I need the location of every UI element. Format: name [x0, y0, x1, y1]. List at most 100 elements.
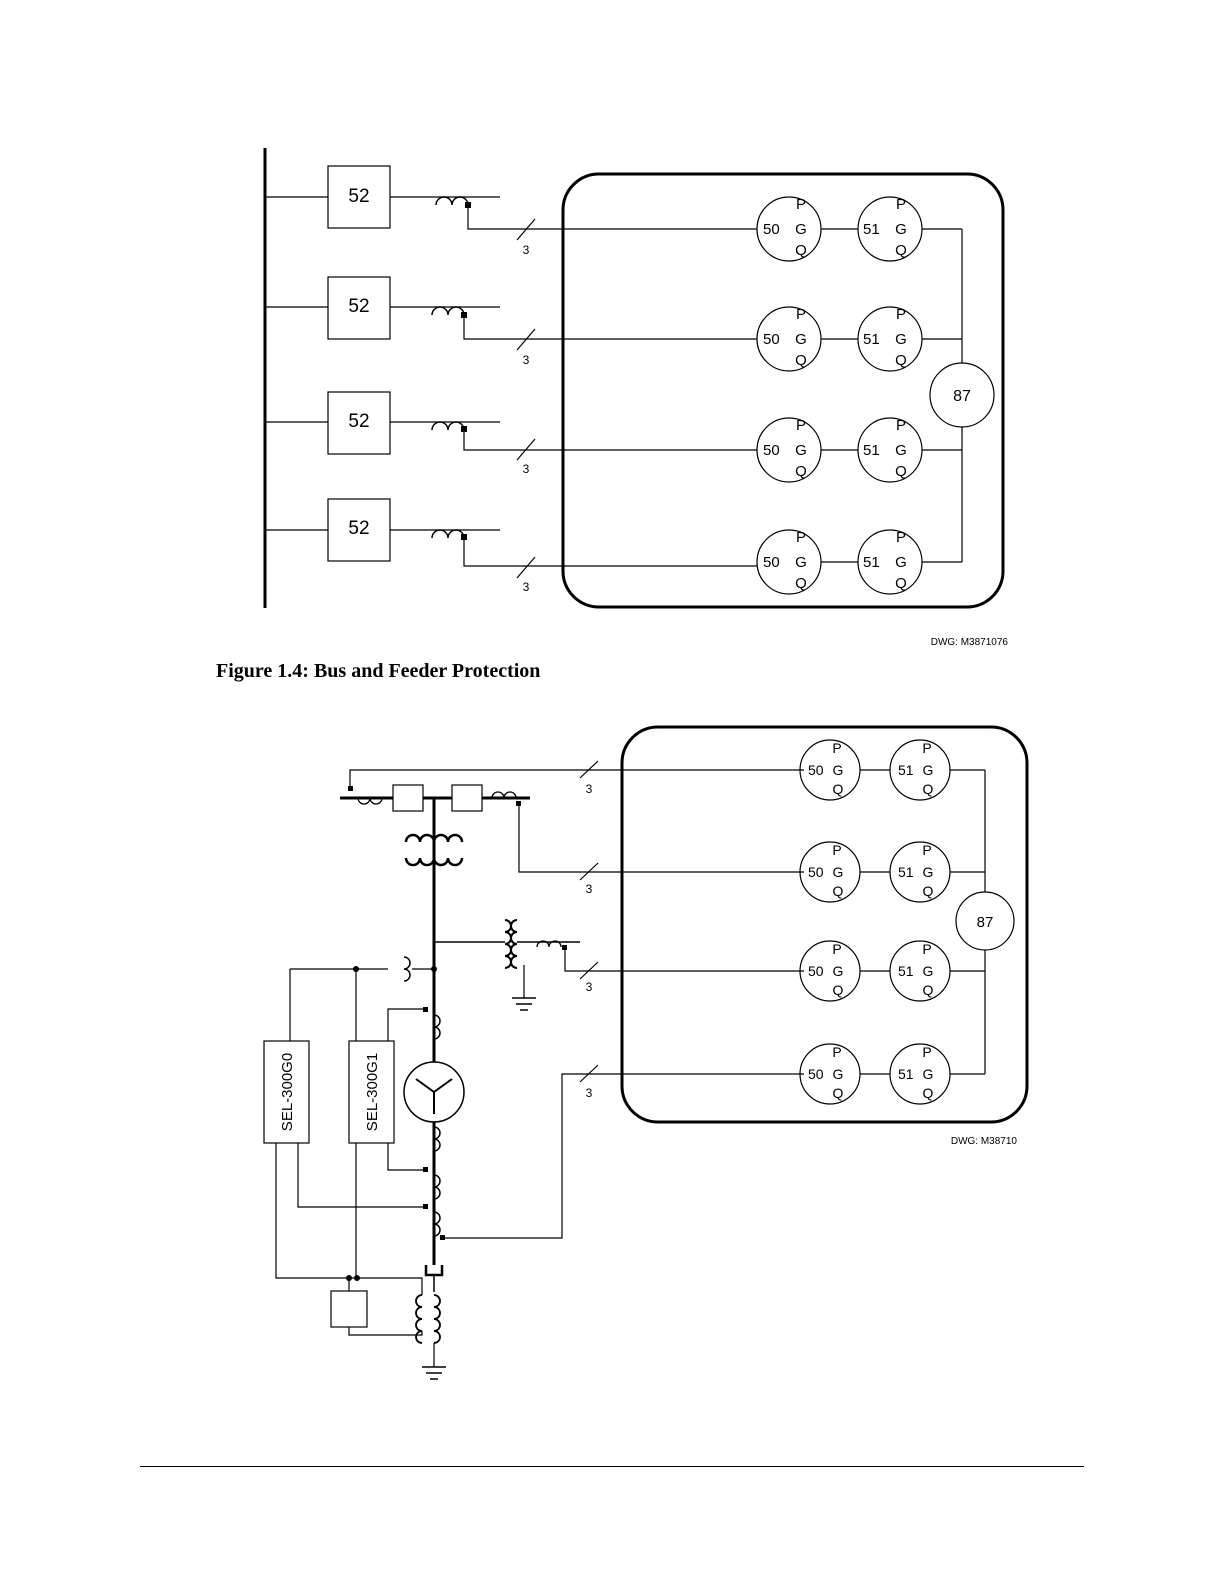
svg-text:51: 51 — [898, 864, 914, 880]
svg-text:G: G — [923, 864, 934, 880]
breaker — [452, 785, 482, 811]
wire-count: 3 — [523, 353, 530, 367]
svg-text:51: 51 — [863, 442, 880, 459]
relay-row-1: P 50 G Q P 51 G Q — [757, 196, 962, 261]
svg-text:Q: Q — [895, 575, 907, 592]
svg-text:G: G — [795, 554, 807, 571]
relay-row-1: P 50 G Q P 51 G Q — [800, 740, 985, 800]
svg-text:P: P — [922, 1044, 931, 1060]
svg-text:P: P — [896, 529, 906, 546]
svg-text:Q: Q — [895, 463, 907, 480]
bus-feeder-protection-diagram: 52 3 52 3 52 3 52 — [0, 0, 1225, 650]
svg-text:51: 51 — [898, 762, 914, 778]
relay-row-4: P 50 G Q P 51 G Q — [757, 529, 962, 594]
svg-text:51: 51 — [863, 221, 880, 238]
wire-count: 3 — [523, 243, 530, 257]
svg-text:P: P — [832, 740, 841, 756]
svg-text:Q: Q — [895, 352, 907, 369]
svg-text:G: G — [795, 221, 807, 238]
svg-text:Q: Q — [833, 982, 844, 998]
svg-text:51: 51 — [863, 554, 880, 571]
breaker-label: 52 — [348, 518, 369, 539]
svg-text:50: 50 — [808, 762, 824, 778]
relay-row-2: P 50 G Q P 51 G Q — [800, 842, 985, 902]
svg-text:51: 51 — [863, 331, 880, 348]
svg-text:G: G — [833, 1066, 844, 1082]
svg-text:Q: Q — [923, 883, 934, 899]
svg-text:G: G — [923, 1066, 934, 1082]
svg-text:50: 50 — [763, 331, 780, 348]
svg-text:P: P — [796, 196, 806, 213]
svg-text:P: P — [896, 417, 906, 434]
relay-row-2: P 50 G Q P 51 G Q — [757, 306, 962, 371]
svg-text:50: 50 — [763, 442, 780, 459]
svg-text:Q: Q — [923, 982, 934, 998]
current-transformer-icon — [432, 530, 464, 538]
feeder-4: 52 3 — [265, 499, 757, 594]
feeder-2: 52 3 — [265, 277, 757, 367]
breaker-label: 52 — [348, 411, 369, 432]
svg-text:Q: Q — [833, 781, 844, 797]
breaker-label: 52 — [348, 186, 369, 207]
svg-text:G: G — [833, 963, 844, 979]
svg-text:G: G — [923, 963, 934, 979]
svg-text:P: P — [922, 740, 931, 756]
svg-text:50: 50 — [763, 221, 780, 238]
relay-87-label: 87 — [977, 914, 994, 931]
svg-text:Q: Q — [923, 1085, 934, 1101]
svg-text:P: P — [832, 1044, 841, 1060]
svg-text:P: P — [922, 941, 931, 957]
breaker-label: 52 — [348, 296, 369, 317]
svg-text:3: 3 — [586, 782, 593, 796]
sel-300g0-label: SEL-300G0 — [279, 1053, 296, 1131]
svg-text:P: P — [896, 306, 906, 323]
svg-text:P: P — [796, 417, 806, 434]
figure-caption: Figure 1.4: Bus and Feeder Protection — [216, 660, 540, 683]
ground-icon — [512, 998, 536, 1010]
svg-text:3: 3 — [586, 882, 593, 896]
sel-300g1-label: SEL-300G1 — [364, 1053, 381, 1131]
svg-text:G: G — [895, 554, 907, 571]
svg-text:G: G — [795, 442, 807, 459]
svg-text:50: 50 — [808, 864, 824, 880]
svg-text:G: G — [895, 331, 907, 348]
svg-text:P: P — [796, 306, 806, 323]
svg-text:51: 51 — [898, 1066, 914, 1082]
current-transformer-icon — [436, 197, 468, 205]
relay-87-label: 87 — [953, 388, 971, 405]
feeder-1: 52 3 — [265, 166, 757, 257]
svg-text:G: G — [833, 762, 844, 778]
svg-text:Q: Q — [895, 242, 907, 259]
svg-text:P: P — [896, 196, 906, 213]
ground-icon — [422, 1367, 446, 1379]
svg-text:Q: Q — [795, 352, 807, 369]
relay-row-4: P 50 G Q P 51 G Q — [800, 1044, 985, 1104]
relay-row-3: P 50 G Q P 51 G Q — [757, 417, 962, 482]
svg-text:P: P — [832, 842, 841, 858]
footer-rule — [140, 1466, 1084, 1467]
drawing-number: DWG: M38710 — [951, 1136, 1018, 1147]
feeder-3: 52 3 — [265, 392, 757, 476]
wire-count: 3 — [523, 462, 530, 476]
svg-text:Q: Q — [795, 463, 807, 480]
svg-text:50: 50 — [808, 1066, 824, 1082]
svg-text:3: 3 — [586, 1086, 593, 1100]
wire-count: 3 — [523, 580, 530, 594]
svg-text:3: 3 — [586, 980, 593, 994]
svg-text:Q: Q — [923, 781, 934, 797]
relay-row-3: P 50 G Q P 51 G Q — [800, 941, 985, 1001]
svg-text:G: G — [895, 221, 907, 238]
svg-text:50: 50 — [763, 554, 780, 571]
current-transformer-icon — [432, 422, 464, 430]
svg-text:G: G — [795, 331, 807, 348]
svg-text:Q: Q — [833, 883, 844, 899]
drawing-number: DWG: M3871076 — [931, 637, 1009, 648]
generator-protection-diagram: SEL-300G0 SEL-300G1 3 3 3 3 P 50 — [0, 715, 1225, 1435]
svg-text:Q: Q — [833, 1085, 844, 1101]
breaker — [393, 785, 423, 811]
svg-text:50: 50 — [808, 963, 824, 979]
svg-text:Q: Q — [795, 242, 807, 259]
svg-text:G: G — [923, 762, 934, 778]
svg-text:P: P — [832, 941, 841, 957]
